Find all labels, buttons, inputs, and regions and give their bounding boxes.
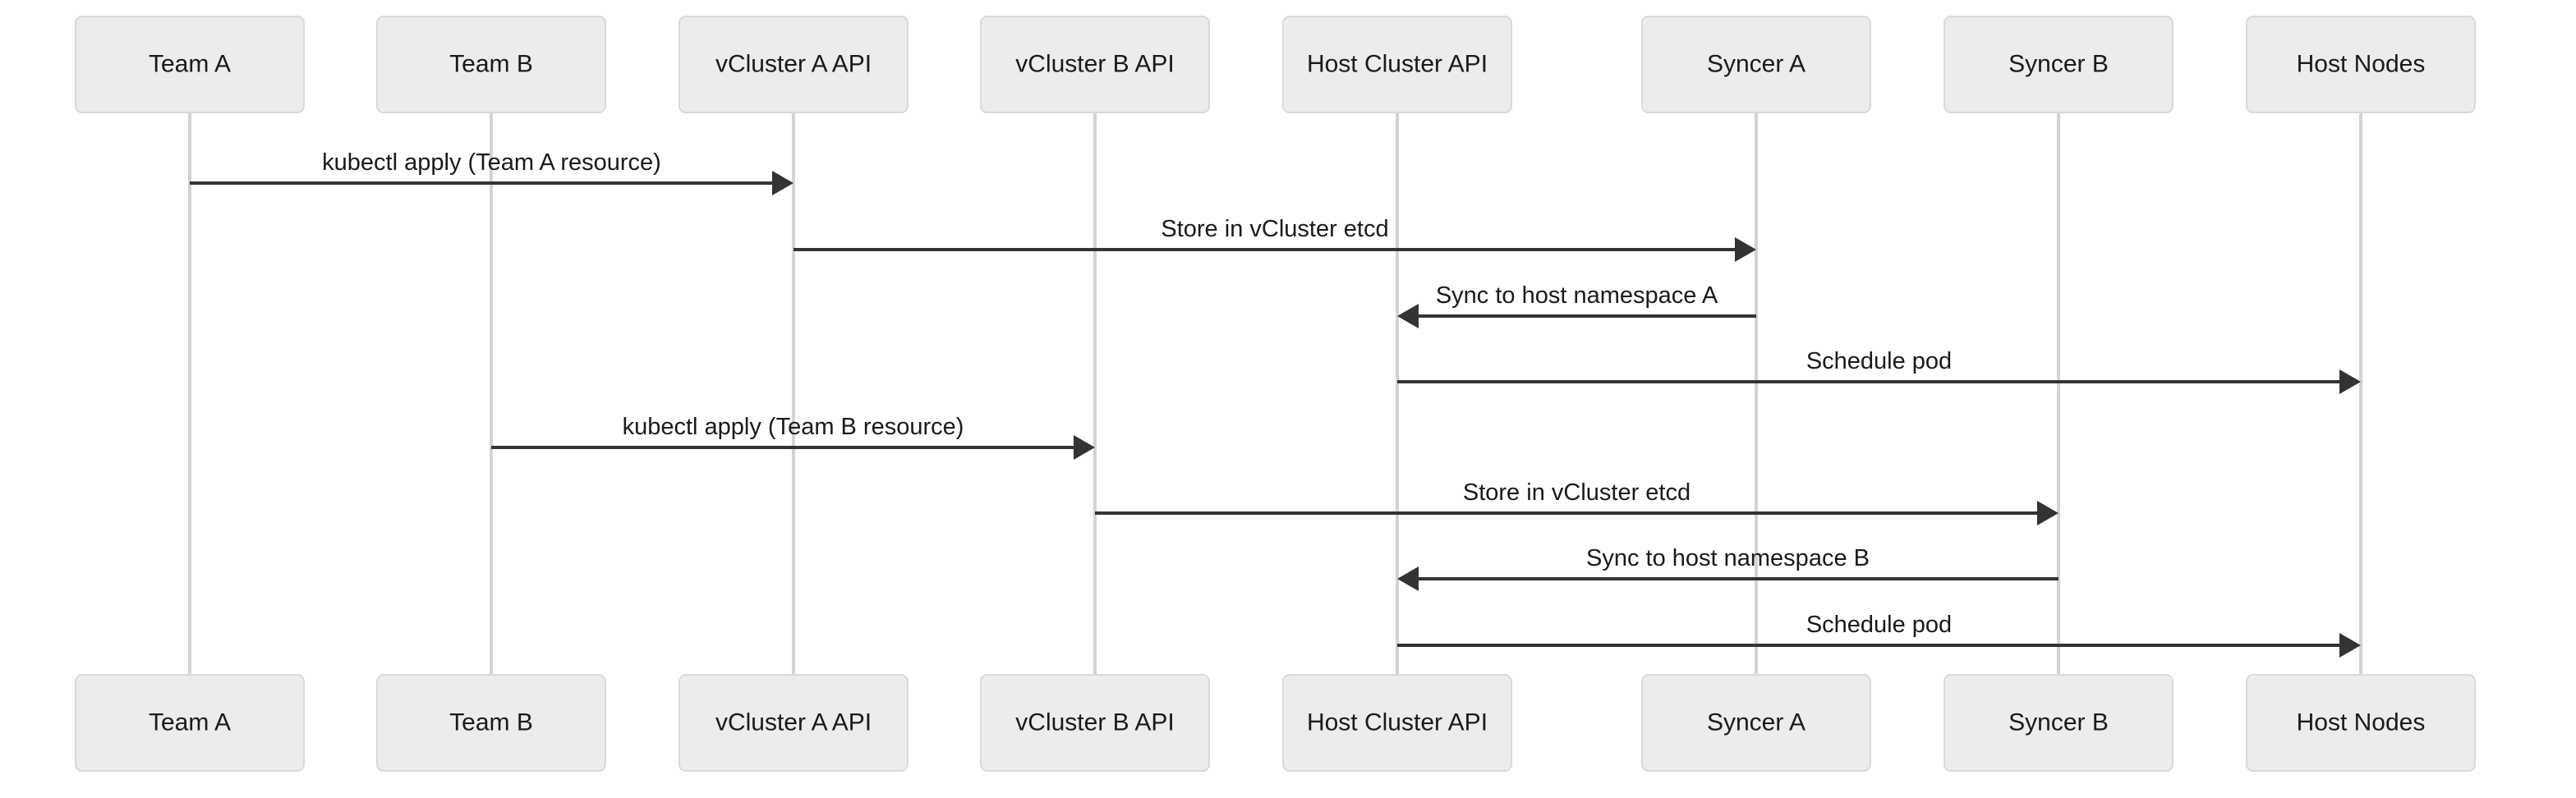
arrowhead-icon (1074, 435, 1095, 460)
message-label: Store in vCluster etcd (1463, 479, 1690, 506)
actor-label: vCluster A API (715, 709, 872, 736)
actor-team-a-top[interactable]: Team A (75, 16, 305, 113)
actor-syncer-b-top[interactable]: Syncer B (1944, 16, 2174, 113)
actor-headers-bottom: Team A Team B vCluster A API vCluster B API… (75, 674, 2476, 772)
actor-vcluster-a-bottom[interactable]: vCluster A API (678, 674, 908, 772)
actor-label: Syncer A (1707, 709, 1806, 736)
actor-label: Team B (449, 50, 533, 77)
actor-box[interactable] (75, 16, 305, 113)
actor-label: vCluster B API (1015, 50, 1174, 77)
actor-label: Host Nodes (2297, 50, 2426, 77)
actor-label: Host Cluster API (1307, 50, 1488, 77)
actor-syncer-a-top[interactable]: Syncer A (1641, 16, 1871, 113)
actor-box[interactable] (376, 674, 606, 772)
actor-team-a-bottom[interactable]: Team A (75, 674, 305, 772)
actor-headers-top: Team A Team B vCluster A API vCluster B API… (75, 16, 2476, 113)
message-1-team-a-to-vcluster-a[interactable]: kubectl apply (Team A resource) (190, 149, 794, 195)
actor-box[interactable] (2246, 16, 2476, 113)
actor-box[interactable] (980, 16, 1210, 113)
actor-label: Team A (149, 709, 231, 736)
actor-box[interactable] (1641, 16, 1871, 113)
arrowhead-icon (1397, 566, 1419, 591)
arrowhead-icon (772, 171, 794, 195)
actor-box[interactable] (1641, 674, 1871, 772)
actor-box[interactable] (75, 674, 305, 772)
actor-label: Host Cluster API (1307, 709, 1488, 736)
actor-box[interactable] (376, 16, 606, 113)
message-3-syncer-a-to-host-api[interactable]: Sync to host namespace A (1397, 282, 1756, 328)
actor-vcluster-b-top[interactable]: vCluster B API (980, 16, 1210, 113)
message-2-vcluster-a-to-syncer-a[interactable]: Store in vCluster etcd (794, 216, 1756, 262)
arrowhead-icon (2339, 369, 2361, 394)
message-7-syncer-b-to-host-api[interactable]: Sync to host namespace B (1397, 545, 2058, 591)
actor-box[interactable] (678, 16, 908, 113)
actor-host-api-top[interactable]: Host Cluster API (1282, 16, 1512, 113)
actor-label: Syncer B (2008, 709, 2109, 736)
actor-label: Syncer A (1707, 50, 1806, 77)
actor-syncer-b-bottom[interactable]: Syncer B (1944, 674, 2174, 772)
arrowhead-icon (2339, 633, 2361, 658)
actor-box[interactable] (1944, 674, 2174, 772)
arrowhead-icon (2037, 501, 2058, 525)
actor-label: vCluster A API (715, 50, 872, 77)
actor-box[interactable] (980, 674, 1210, 772)
message-label: Store in vCluster etcd (1161, 216, 1388, 242)
message-label: kubectl apply (Team A resource) (322, 149, 661, 176)
actor-team-b-bottom[interactable]: Team B (376, 674, 606, 772)
message-label: kubectl apply (Team B resource) (623, 414, 964, 440)
arrowhead-icon (1735, 237, 1756, 262)
actor-label: Syncer B (2008, 50, 2109, 77)
actor-host-nodes-bottom[interactable]: Host Nodes (2246, 674, 2476, 772)
actor-label: Team A (149, 50, 231, 77)
actor-label: Team B (449, 709, 533, 736)
actor-box[interactable] (1944, 16, 2174, 113)
lifelines-layer (188, 112, 2362, 675)
actor-syncer-a-bottom[interactable]: Syncer A (1641, 674, 1871, 772)
arrowhead-icon (1397, 304, 1419, 328)
message-label: Schedule pod (1806, 348, 1952, 374)
actor-box[interactable] (678, 674, 908, 772)
actor-box[interactable] (2246, 674, 2476, 772)
message-label: Sync to host namespace A (1436, 282, 1718, 309)
actor-vcluster-a-top[interactable]: vCluster A API (678, 16, 908, 113)
actor-host-api-bottom[interactable]: Host Cluster API (1282, 674, 1512, 772)
message-label: Sync to host namespace B (1586, 545, 1870, 571)
message-8-host-api-to-host-nodes[interactable]: Schedule pod (1397, 612, 2361, 658)
message-4-host-api-to-host-nodes[interactable]: Schedule pod (1397, 348, 2361, 394)
actor-label: vCluster B API (1015, 709, 1174, 736)
actor-label: Host Nodes (2297, 709, 2426, 736)
actor-box[interactable] (1282, 16, 1512, 113)
message-5-team-b-to-vcluster-b[interactable]: kubectl apply (Team B resource) (491, 414, 1095, 460)
actor-team-b-top[interactable]: Team B (376, 16, 606, 113)
message-label: Schedule pod (1806, 612, 1952, 638)
actor-box[interactable] (1282, 674, 1512, 772)
actor-vcluster-b-bottom[interactable]: vCluster B API (980, 674, 1210, 772)
messages-layer: kubectl apply (Team A resource) Store in … (190, 149, 2361, 658)
message-6-vcluster-b-to-syncer-b[interactable]: Store in vCluster etcd (1095, 479, 2058, 525)
actor-host-nodes-top[interactable]: Host Nodes (2246, 16, 2476, 113)
